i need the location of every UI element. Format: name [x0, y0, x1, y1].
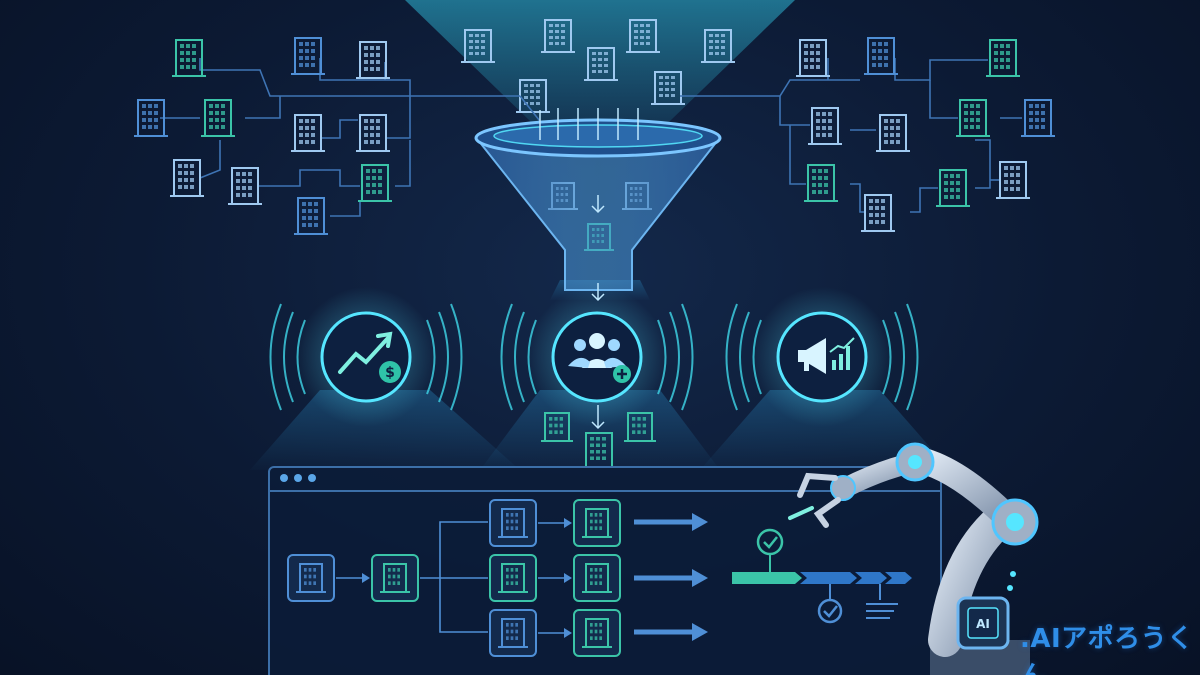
building-icon [541, 19, 575, 53]
building-icon [651, 71, 685, 105]
building-icon [582, 508, 612, 538]
building-icon [356, 41, 390, 79]
megaphone-bar-chart-icon [776, 311, 868, 403]
top-light-beam [405, 0, 795, 150]
building-icon [956, 99, 990, 137]
group-add-user-icon [551, 311, 643, 403]
building-icon [291, 114, 325, 152]
building-icon [624, 412, 656, 442]
workflow-node [287, 554, 335, 602]
building-icon [986, 39, 1020, 77]
building-icon [796, 39, 830, 77]
building-icon [498, 508, 528, 538]
building-icon [380, 563, 410, 593]
workflow-node [573, 499, 621, 547]
building-icon [461, 29, 495, 63]
building-icon [498, 618, 528, 648]
workflow-node [573, 554, 621, 602]
building-icon [701, 29, 735, 63]
building-icon [626, 19, 660, 53]
list-lines-icon [866, 603, 898, 619]
right-beam [700, 390, 950, 470]
center-beam [480, 390, 720, 470]
building-icon [582, 563, 612, 593]
building-icon [861, 194, 895, 232]
check-circle-icon [756, 528, 784, 556]
building-icon [864, 37, 898, 75]
building-icon [584, 47, 618, 81]
building-icon [804, 164, 838, 202]
building-icon [358, 164, 392, 202]
workflow-node [371, 554, 419, 602]
building-icon [134, 99, 168, 137]
window-dot [308, 474, 316, 482]
ai-chip-label: AI [976, 617, 990, 631]
workflow-node [489, 554, 537, 602]
left-beam [250, 390, 520, 470]
building-icon [356, 114, 390, 152]
window-dot [280, 474, 288, 482]
building-icon [996, 161, 1030, 199]
building-icon [228, 167, 262, 205]
workflow-node [489, 499, 537, 547]
building-icon [498, 563, 528, 593]
funnel-arrows [539, 108, 639, 430]
svg-text:$: $ [385, 365, 395, 381]
workflow-node [489, 609, 537, 657]
building-icon [936, 169, 970, 207]
workflow-node [573, 609, 621, 657]
building-icon [294, 197, 328, 235]
growth-chart-dollar-icon: $ [320, 311, 412, 403]
window-titlebar [270, 468, 940, 492]
brand-logo: .AIアポろうくん [1020, 624, 1194, 675]
building-icon [170, 159, 204, 197]
building-icon [1021, 99, 1055, 137]
building-icon [201, 99, 235, 137]
building-icon [582, 618, 612, 648]
building-icon [296, 563, 326, 593]
building-icon [808, 107, 842, 145]
building-icon [876, 114, 910, 152]
window-dot [294, 474, 302, 482]
signal-waves [269, 303, 919, 411]
check-circle-icon [817, 598, 843, 624]
building-icon [291, 37, 325, 75]
building-icon [172, 39, 206, 77]
building-icon [541, 412, 573, 442]
